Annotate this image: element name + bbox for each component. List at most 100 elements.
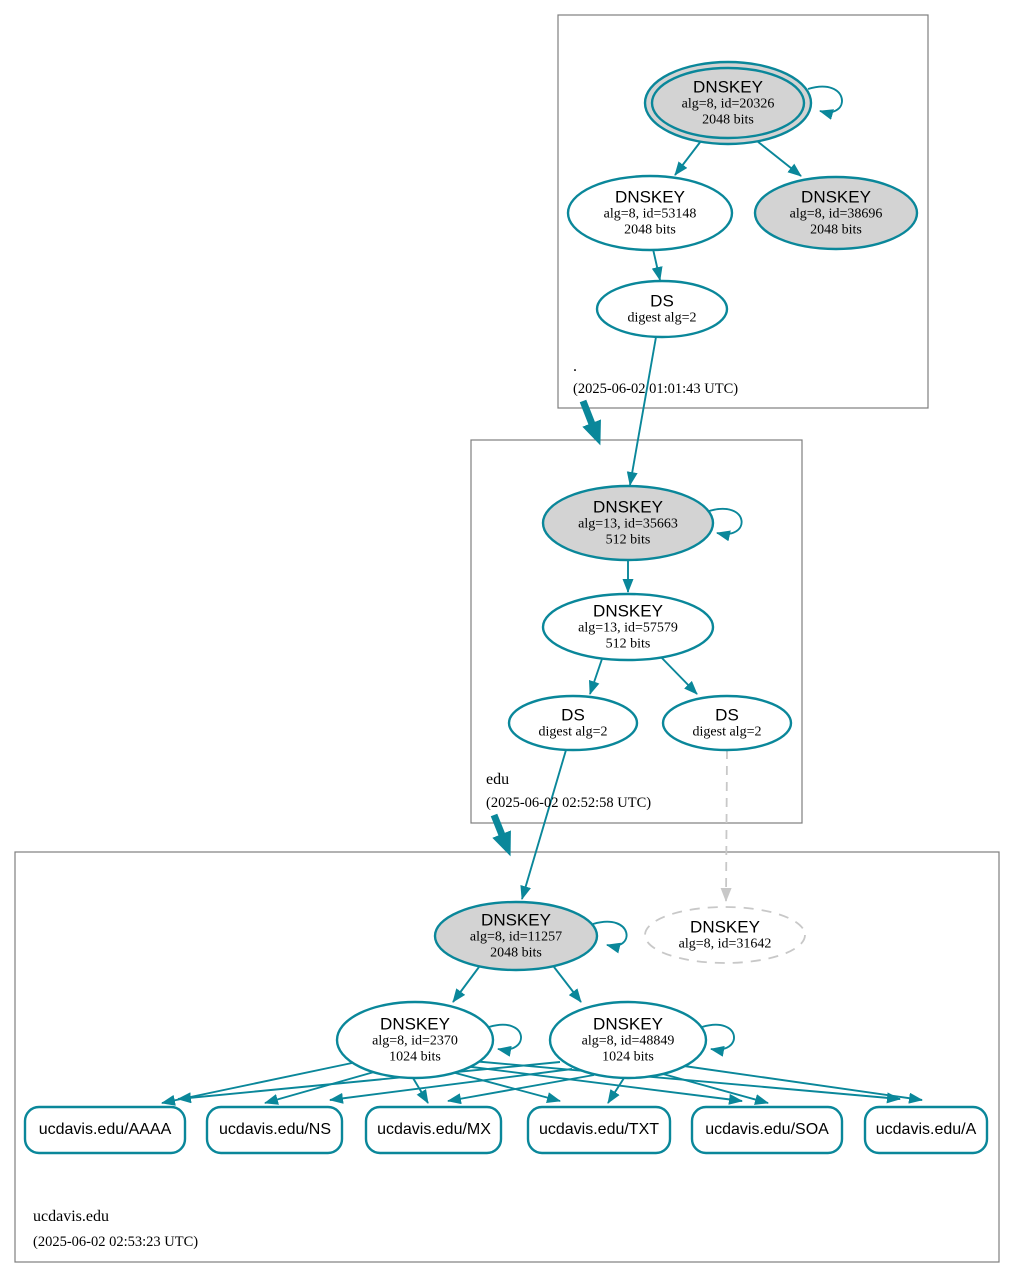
node-bits: 1024 bits bbox=[602, 1049, 654, 1065]
node-type: DS bbox=[650, 291, 674, 311]
ds-root-node[interactable] bbox=[595, 279, 729, 339]
selfloop-dnskey-35663 bbox=[708, 508, 743, 542]
zone-timestamp-ucdavis: (2025-06-02 02:53:23 UTC) bbox=[33, 1234, 199, 1250]
edge-zsk2370-aaaa bbox=[161, 1062, 353, 1106]
rrset-a-node[interactable] bbox=[863, 1105, 989, 1155]
node-digest: digest alg=2 bbox=[627, 310, 697, 326]
zone-name-ucdavis: ucdavis.edu bbox=[33, 1208, 109, 1225]
zone-box-edu bbox=[470, 439, 803, 824]
dnskey-57579-label: DNSKEY alg=13, id=57579 512 bits bbox=[578, 602, 678, 653]
dnskey-11257-node[interactable] bbox=[433, 900, 599, 972]
edge-zsk48849-aaaa bbox=[177, 1061, 561, 1104]
edge-zsk48849-mx bbox=[447, 1074, 595, 1105]
edge-zsk53148-ds bbox=[651, 248, 663, 281]
dnskey-2370-label: DNSKEY alg=8, id=2370 1024 bits bbox=[372, 1015, 458, 1066]
node-alg: alg=13, id=35663 bbox=[578, 516, 678, 532]
node-type: DNSKEY bbox=[693, 77, 763, 97]
dnskey-48849-label: DNSKEY alg=8, id=48849 1024 bits bbox=[582, 1015, 675, 1066]
zone-name-edu: edu bbox=[486, 771, 510, 788]
node-type: DNSKEY bbox=[481, 910, 551, 930]
dnskey-57579-node[interactable] bbox=[541, 592, 715, 662]
node-type: DNSKEY bbox=[593, 601, 663, 621]
edge-ksk20326-zsk53148 bbox=[674, 140, 702, 176]
ds-root-label: DS digest alg=2 bbox=[628, 292, 697, 327]
ds-edu-left-label: DS digest alg=2 bbox=[539, 706, 608, 741]
node-alg: alg=8, id=31642 bbox=[678, 936, 772, 952]
node-alg: alg=8, id=20326 bbox=[681, 96, 775, 112]
node-bits: 2048 bits bbox=[490, 945, 542, 961]
node-alg: alg=8, id=11257 bbox=[469, 929, 563, 945]
node-alg: alg=8, id=48849 bbox=[581, 1033, 675, 1049]
dnskey-38696-node[interactable] bbox=[753, 175, 919, 251]
rrset-aaaa-label: ucdavis.edu/AAAA bbox=[38, 1121, 172, 1138]
rrset-mx-node[interactable] bbox=[364, 1105, 503, 1155]
dnskey-35663-label: DNSKEY alg=13, id=35663 512 bits bbox=[578, 498, 678, 549]
edge-zsk2370-mx bbox=[412, 1077, 429, 1104]
zone-name-root: . bbox=[573, 358, 577, 375]
node-type: DNSKEY bbox=[593, 1014, 663, 1034]
edge-eduds-missing-key bbox=[720, 749, 732, 902]
dnskey-38696-label: DNSKEY alg=8, id=38696 2048 bits bbox=[790, 188, 883, 239]
rrset-aaaa-node[interactable] bbox=[23, 1105, 187, 1155]
zone-timestamp-edu: (2025-06-02 02:52:58 UTC) bbox=[486, 795, 652, 811]
edge-zsk48849-a bbox=[683, 1065, 923, 1104]
rrset-mx-label: ucdavis.edu/MX bbox=[377, 1121, 491, 1138]
edge-ksk20326-key38696 bbox=[756, 140, 802, 177]
edge-zsk2370-soa bbox=[463, 1065, 743, 1105]
edge-zsk2370-txt bbox=[447, 1070, 561, 1103]
node-alg: alg=8, id=53148 bbox=[603, 206, 697, 222]
selfloop-dnskey-48849 bbox=[701, 1023, 735, 1057]
ds-edu-left-node[interactable] bbox=[507, 694, 639, 752]
rrset-txt-node[interactable] bbox=[526, 1105, 672, 1155]
node-bits: 2048 bits bbox=[810, 222, 862, 238]
node-alg: alg=13, id=57579 bbox=[578, 620, 678, 636]
edge-zsk48849-txt bbox=[607, 1077, 625, 1104]
delegation-arrow-edu-to-ucdavis bbox=[490, 813, 511, 857]
delegation-arrow-root-to-edu bbox=[579, 399, 601, 446]
dnskey-20326-node[interactable] bbox=[643, 60, 813, 146]
selfloop-dnskey-11257 bbox=[592, 920, 628, 954]
node-digest: digest alg=2 bbox=[692, 724, 762, 740]
edge-zsk57579-ds-right bbox=[657, 653, 698, 695]
dnskey-35663-node[interactable] bbox=[541, 484, 715, 562]
dnskey-2370-node[interactable] bbox=[335, 1000, 495, 1080]
selfloop-dnskey-20326 bbox=[807, 85, 843, 120]
rrset-soa-node[interactable] bbox=[690, 1105, 844, 1155]
node-type: DNSKEY bbox=[801, 187, 871, 207]
node-bits: 512 bits bbox=[605, 636, 651, 652]
edge-eduds-ucdavis-ksk bbox=[520, 749, 567, 900]
zone-box-root bbox=[557, 14, 929, 409]
rrset-soa-label: ucdavis.edu/SOA bbox=[705, 1121, 829, 1138]
node-type: DNSKEY bbox=[615, 187, 685, 207]
dnskey-48849-node[interactable] bbox=[548, 1000, 708, 1080]
rrset-a-label: ucdavis.edu/A bbox=[875, 1121, 977, 1138]
node-alg: alg=8, id=2370 bbox=[372, 1033, 458, 1049]
node-type: DS bbox=[561, 705, 585, 725]
node-type: DNSKEY bbox=[380, 1014, 450, 1034]
rrset-ns-node[interactable] bbox=[205, 1105, 344, 1155]
edge-zsk57579-ds-left bbox=[589, 655, 604, 695]
edge-zsk48849-soa bbox=[662, 1073, 769, 1105]
node-alg: alg=8, id=38696 bbox=[789, 206, 883, 222]
edge-ksk11257-zsk2370 bbox=[452, 966, 480, 1003]
dnskey-31642-label: DNSKEY alg=8, id=31642 bbox=[679, 918, 772, 953]
zone-timestamp-root: (2025-06-02 01:01:43 UTC) bbox=[573, 381, 739, 397]
node-bits: 1024 bits bbox=[389, 1049, 441, 1065]
ds-edu-right-node[interactable] bbox=[661, 694, 793, 752]
node-type: DS bbox=[715, 705, 739, 725]
node-digest: digest alg=2 bbox=[538, 724, 608, 740]
rrset-ns-label: ucdavis.edu/NS bbox=[218, 1121, 332, 1138]
node-bits: 512 bits bbox=[605, 532, 651, 548]
dnskey-53148-node[interactable] bbox=[566, 174, 734, 252]
node-bits: 2048 bits bbox=[702, 112, 754, 128]
dnskey-53148-label: DNSKEY alg=8, id=53148 2048 bits bbox=[604, 188, 697, 239]
dnskey-11257-label: DNSKEY alg=8, id=11257 2048 bits bbox=[470, 911, 562, 962]
node-type: DNSKEY bbox=[690, 917, 760, 937]
node-bits: 2048 bits bbox=[624, 222, 676, 238]
ds-edu-right-label: DS digest alg=2 bbox=[693, 706, 762, 741]
dnskey-20326-label: DNSKEY alg=8, id=20326 2048 bits bbox=[682, 78, 775, 129]
edge-ksk11257-zsk48849 bbox=[553, 966, 582, 1003]
dnskey-31642-missing-node[interactable] bbox=[644, 906, 806, 964]
